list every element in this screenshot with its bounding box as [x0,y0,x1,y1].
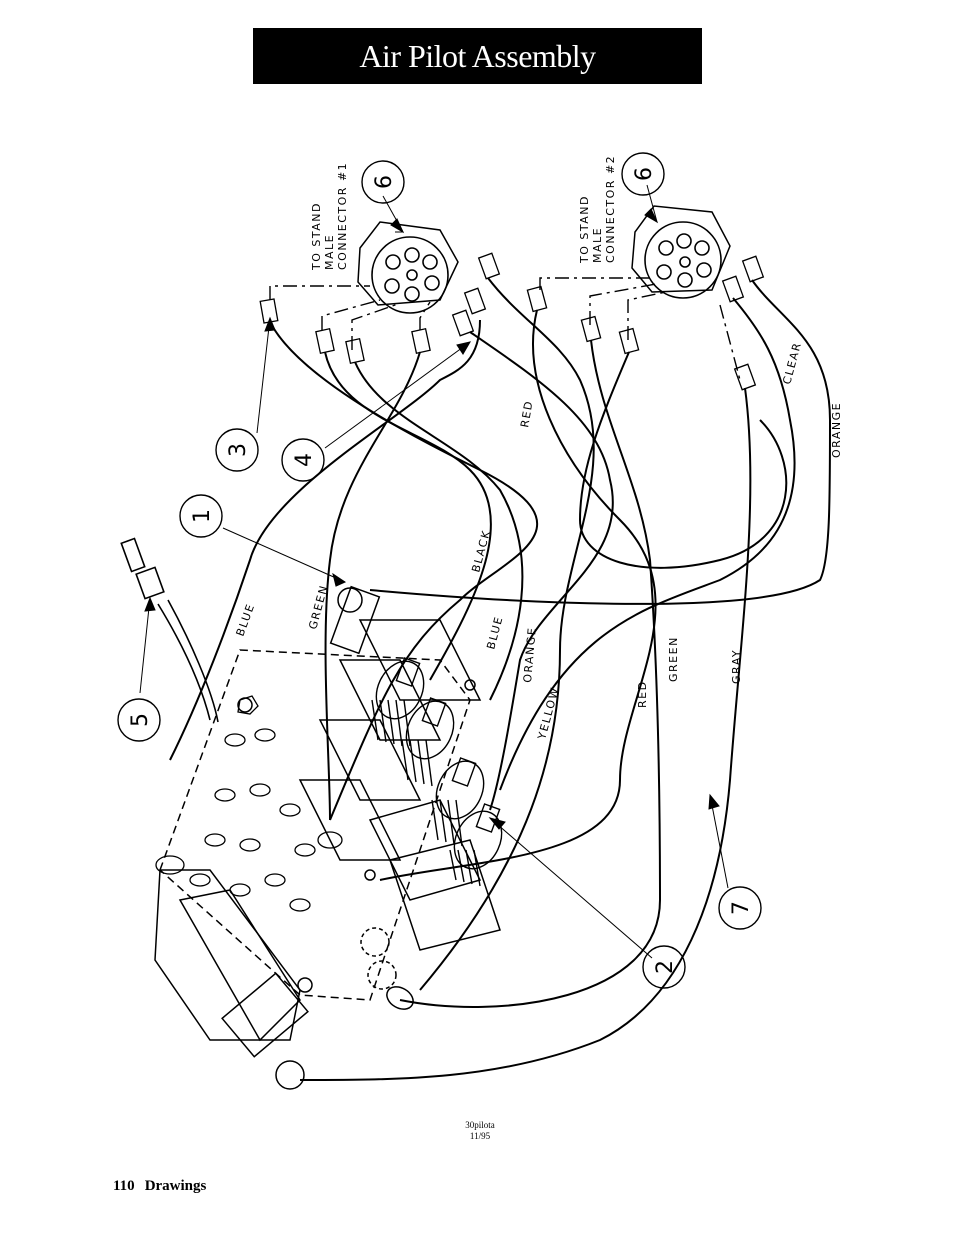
callout-6a: 6 [372,175,397,189]
connector-2-line2: MALE [591,227,604,263]
tubing [169,277,832,1081]
wire-label-green-mid: GREEN [667,636,680,682]
callout-6b: 6 [632,167,657,181]
drawing-id: 30pilota [465,1120,495,1130]
callout-5: 5 [128,713,153,727]
pilot-valves [371,657,503,887]
callout-7: 7 [729,901,754,915]
wire-label-blue-left: BLUE [234,601,258,638]
callout-3: 3 [226,443,251,457]
page-footer: 110 Drawings [113,1178,216,1195]
tube-fittings [259,252,765,391]
wire-label-red-mid: RED [636,680,649,708]
connector-2-label: TO STAND MALE CONNECTOR #2 [578,155,617,264]
page-number: 110 [113,1178,135,1194]
callout-circles [117,152,762,989]
connector-1-line1: TO STAND [310,202,323,271]
connector-2 [631,205,731,299]
callout-leaders [139,184,729,959]
drawing-date: 11/95 [469,1131,491,1141]
wire-label-black: BLACK [469,528,493,574]
callout-4: 4 [292,453,317,467]
drawing-reference: 30pilota 11/95 [440,1120,520,1142]
connector-1-line2: MALE [323,234,336,270]
connector-2-line3: CONNECTOR #2 [604,155,617,263]
connector-1-line3: CONNECTOR #1 [336,162,349,270]
air-inlet-hose [120,537,219,723]
elbow-fittings [155,695,343,912]
connector-1-label: TO STAND MALE CONNECTOR #1 [310,162,349,271]
callout-2: 2 [653,960,678,974]
connector-2-line1: TO STAND [578,195,591,264]
section-name: Drawings [144,1178,207,1194]
wire-label-red-top: RED [518,399,536,428]
wire-label-yellow: YELLOW [535,685,562,742]
wire-label-orange-mid: ORANGE [521,626,539,683]
wire-label-orange-right: ORANGE [830,402,843,458]
wire-label-clear: CLEAR [780,340,804,385]
wire-label-blue-mid: BLUE [484,614,505,650]
valve-manifold [154,585,501,1090]
callout-1: 1 [190,509,215,523]
page-title: Air Pilot Assembly [253,28,702,84]
connector-1 [357,221,459,314]
wire-label-gray: GRAY [730,649,743,684]
